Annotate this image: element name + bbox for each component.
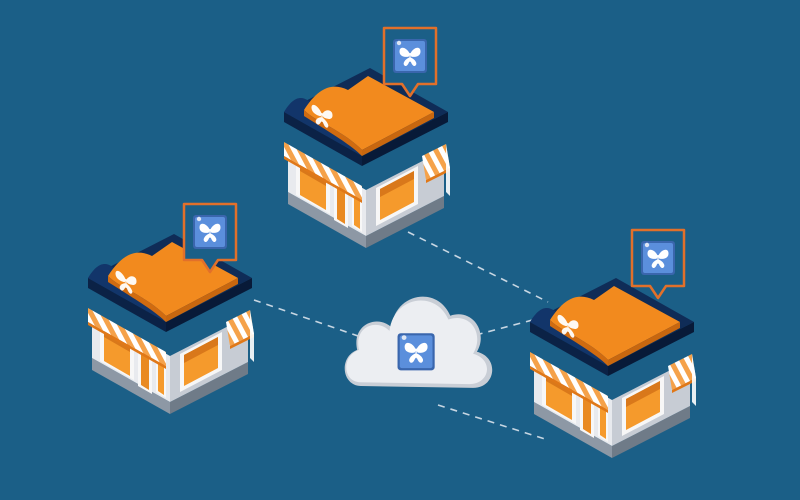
connector-top-to-cloud (407, 231, 549, 303)
speech-bubble-icon (632, 230, 684, 298)
store-right (530, 278, 696, 458)
butterfly-icon (398, 333, 435, 370)
connector-left-to-cloud (253, 299, 385, 346)
cloud-center (344, 296, 493, 388)
connector-bottom-to-right (437, 404, 549, 441)
storefront-icon (284, 68, 450, 248)
storefront-icon (530, 278, 696, 458)
store-top (284, 68, 450, 248)
